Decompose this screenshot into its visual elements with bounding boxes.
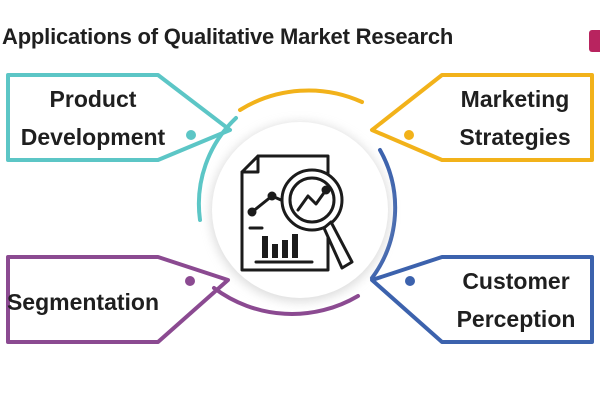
connector-dot-product-development — [186, 130, 196, 140]
magnifier-report-chart-icon — [240, 154, 354, 272]
title-accent-mark — [589, 30, 600, 52]
label-line: Perception — [456, 306, 576, 332]
label-line: Strategies — [459, 124, 571, 150]
ring-arc-marketing-strategies — [238, 88, 364, 112]
label-customer-perception: Customer Perception — [432, 262, 600, 338]
connector-dot-marketing-strategies — [404, 130, 414, 140]
label-line: Development — [20, 124, 166, 150]
item-marketing-strategies-outline — [238, 73, 594, 162]
ring-arc-product-development — [196, 116, 238, 222]
label-marketing-strategies: Marketing Strategies — [430, 80, 600, 156]
connector-dot-segmentation — [185, 276, 195, 286]
label-line: Customer — [462, 268, 570, 294]
label-frame-marketing-strategies — [370, 73, 594, 162]
ring-arc-customer-perception — [370, 148, 398, 280]
label-product-development: Product Development — [8, 80, 178, 156]
label-line: Segmentation — [6, 289, 160, 315]
label-frame-customer-perception — [370, 255, 594, 344]
item-segmentation-outline — [6, 255, 360, 344]
item-product-development-outline — [6, 73, 238, 222]
ring-arc-segmentation — [212, 286, 360, 316]
label-line: Product — [49, 86, 137, 112]
connector-dot-customer-perception — [405, 276, 415, 286]
label-frame-product-development — [6, 73, 232, 162]
item-customer-perception-outline — [370, 148, 594, 344]
label-segmentation: Segmentation — [0, 283, 172, 321]
label-line: Marketing — [460, 86, 570, 112]
diagram-title: Applications of Qualitative Market Resea… — [2, 24, 454, 49]
label-frame-segmentation — [6, 255, 230, 344]
